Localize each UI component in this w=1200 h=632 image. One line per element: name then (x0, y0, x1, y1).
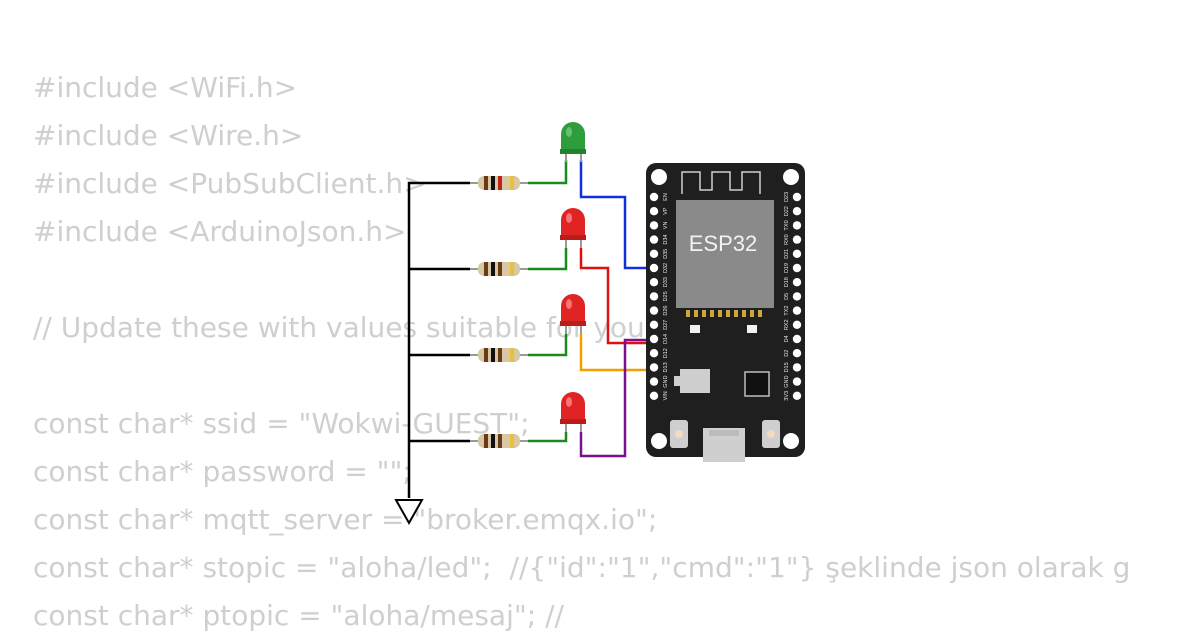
esp32-module (676, 200, 774, 308)
pin-label: TX2 (784, 306, 790, 316)
pin-label: D19 (784, 263, 790, 273)
code-line: const char* password = ""; (33, 455, 412, 488)
pin-d23[interactable] (792, 192, 802, 202)
pin-label: D13 (663, 362, 669, 372)
pin-label: VIN (663, 391, 669, 400)
code-line: const char* mqtt_server = "broker.emqx.i… (33, 503, 658, 536)
pin-d5[interactable] (792, 292, 802, 301)
pin-d34[interactable] (649, 235, 659, 244)
code-line: const char* ptopic = "aloha/mesaj"; // (33, 599, 564, 632)
pin-d18[interactable] (792, 278, 802, 287)
ground-wires[interactable] (407, 181, 470, 498)
pin-d27[interactable] (649, 320, 659, 329)
pin-d32[interactable] (649, 263, 659, 273)
resistor[interactable] (470, 434, 528, 448)
pin-d35[interactable] (649, 249, 659, 258)
pin-vn[interactable] (649, 221, 659, 230)
wire-blue (579, 160, 656, 270)
pin-label: D2 (784, 350, 790, 357)
code-line: const char* stopic = "aloha/led"; //{"id… (33, 551, 1131, 584)
pin-label: D21 (784, 249, 790, 259)
pin-d19[interactable] (792, 263, 802, 273)
pin-tx2[interactable] (792, 306, 802, 315)
resistor[interactable] (470, 262, 528, 276)
pin-label: VN (663, 222, 669, 230)
esp32-board[interactable]: ESP32 ENVPVND34D35D32D33D25D26D27D14D12D… (646, 163, 805, 462)
pin-d14[interactable] (649, 334, 659, 344)
pin-gnd[interactable] (649, 377, 659, 386)
code-line: const char* ssid = "Wokwi-GUEST"; (33, 407, 530, 440)
pin-label: D32 (663, 263, 669, 273)
pin-label: GND (663, 375, 669, 387)
wire-red (579, 248, 656, 345)
pin-label: D26 (663, 306, 669, 316)
wire-orange (579, 334, 656, 372)
pin-d21[interactable] (792, 249, 802, 258)
pin-d25[interactable] (649, 292, 659, 301)
pin-3v3[interactable] (792, 391, 802, 400)
code-line: #include <ArduinoJson.h> (33, 215, 407, 248)
pin-gnd[interactable] (792, 377, 802, 386)
chip-label: ESP32 (689, 231, 758, 256)
pin-label: RX2 (784, 319, 790, 330)
pin-label: D14 (663, 334, 669, 344)
pin-label: GND (784, 375, 790, 387)
pin-label: 3V3 (784, 391, 790, 401)
voltage-regulator (680, 369, 710, 393)
led-red[interactable] (560, 208, 586, 248)
pin-label: D5 (784, 293, 790, 300)
pin-d13[interactable] (649, 363, 659, 372)
led-red[interactable] (560, 294, 586, 334)
pin-rx2[interactable] (792, 320, 802, 329)
pin-label: D4 (784, 335, 790, 342)
resistor[interactable] (470, 348, 528, 362)
pin-label: D18 (784, 277, 790, 287)
pin-label: D22 (784, 206, 790, 216)
pin-d33[interactable] (649, 278, 659, 287)
pin-label: D35 (663, 249, 669, 259)
pin-vp[interactable] (649, 207, 659, 216)
pin-label: D23 (784, 192, 790, 202)
pin-en[interactable] (649, 192, 659, 202)
pin-d15[interactable] (792, 363, 802, 372)
usb-chip (744, 371, 770, 397)
pin-label: RX0 (784, 234, 790, 245)
pin-d26[interactable] (649, 306, 659, 315)
pin-label: TX0 (784, 220, 790, 230)
pin-d4[interactable] (792, 334, 802, 344)
wire-purple (579, 338, 656, 458)
led-green[interactable] (560, 122, 586, 162)
pin-rx0[interactable] (792, 235, 802, 244)
code-line: #include <WiFi.h> (33, 71, 298, 104)
resistor[interactable] (470, 176, 528, 190)
pin-label: VP (663, 207, 669, 215)
led-cathode-wires[interactable] (528, 160, 568, 443)
pin-d22[interactable] (792, 207, 802, 216)
pin-label: D12 (663, 348, 669, 358)
pin-vin[interactable] (649, 391, 659, 400)
led-red[interactable] (560, 392, 586, 432)
pin-label: D33 (663, 277, 669, 287)
code-line: #include <Wire.h> (33, 119, 304, 152)
pin-label: D34 (663, 235, 669, 245)
pin-label: EN (663, 193, 669, 201)
pin-label: D15 (784, 362, 790, 372)
ground-symbol[interactable] (394, 499, 424, 526)
code-line: #include <PubSubClient.h> (33, 167, 427, 200)
signal-wires[interactable] (579, 160, 656, 458)
pin-label: D27 (663, 320, 669, 330)
pin-d2[interactable] (792, 349, 802, 358)
pin-d12[interactable] (649, 349, 659, 358)
pin-label: D25 (663, 291, 669, 301)
pin-tx0[interactable] (792, 221, 802, 230)
